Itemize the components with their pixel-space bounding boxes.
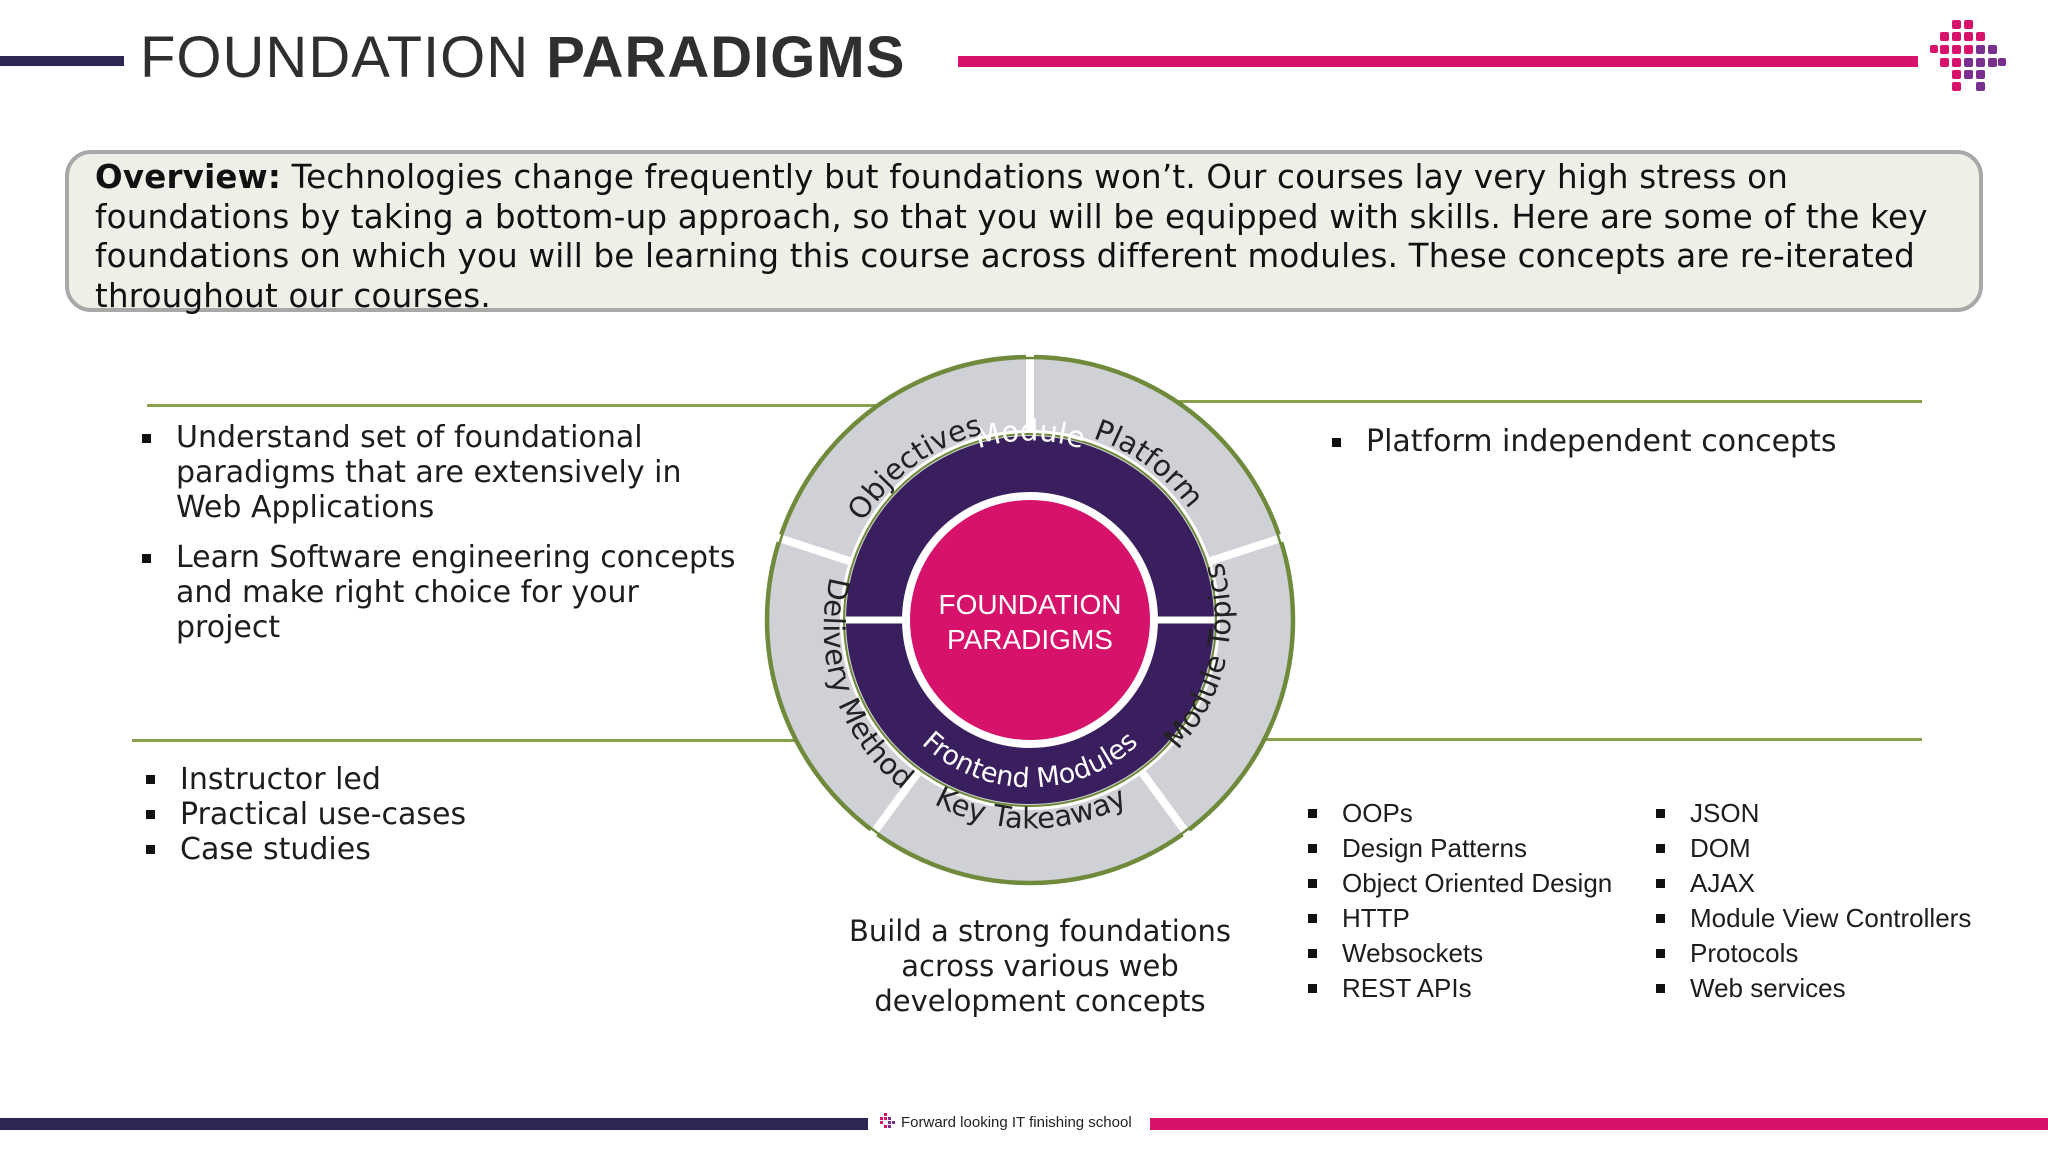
- footer-tagline-text: Forward looking IT finishing school: [901, 1113, 1132, 1131]
- dot-grid-logo-icon: [1930, 20, 2006, 91]
- topics-list-2: JSON DOM AJAX Module View Controllers Pr…: [1656, 796, 2016, 1006]
- list-item: Case studies: [146, 832, 646, 867]
- list-item: REST APIs: [1308, 971, 1648, 1006]
- key-takeaway-caption: Build a strong foundations across variou…: [848, 914, 1232, 1018]
- overview-text: Technologies change frequently but found…: [95, 158, 1928, 315]
- list-item: Web services: [1656, 971, 2016, 1006]
- list-item: Platform independent concepts: [1332, 424, 1972, 459]
- overview-box: Overview: Technologies change frequently…: [65, 150, 1983, 315]
- list-item: Module View Controllers: [1656, 901, 2016, 936]
- list-item: DOM: [1656, 831, 2016, 866]
- list-item: Object Oriented Design: [1308, 866, 1648, 901]
- center-line-1: FOUNDATION: [938, 589, 1121, 620]
- title-bold: PARADIGMS: [546, 25, 906, 90]
- objectives-list: Understand set of foundational paradigms…: [142, 420, 742, 660]
- divider-mid-left: [132, 739, 812, 742]
- platform-list: Platform independent concepts: [1332, 424, 1972, 459]
- list-item: Websockets: [1308, 936, 1648, 971]
- paradigm-wheel: FOUNDATION PARADIGMS Module Frontend Mod…: [764, 350, 1296, 886]
- divider-top-right: [1150, 400, 1922, 403]
- list-item: Understand set of foundational paradigms…: [142, 420, 742, 525]
- list-item: Practical use-cases: [146, 797, 646, 832]
- list-item: HTTP: [1308, 901, 1648, 936]
- footer-right-bar: [1150, 1118, 2048, 1130]
- header-right-bar: [958, 56, 1918, 67]
- list-item: AJAX: [1656, 866, 2016, 901]
- list-item: Instructor led: [146, 762, 646, 797]
- list-item: JSON: [1656, 796, 2016, 831]
- center-circle: [910, 500, 1150, 740]
- center-line-2: PARADIGMS: [947, 624, 1113, 655]
- topics-list-1: OOPs Design Patterns Object Oriented Des…: [1308, 796, 1648, 1006]
- overview-label: Overview:: [95, 158, 282, 196]
- title-light: FOUNDATION: [140, 25, 530, 90]
- divider-mid-right: [1250, 738, 1922, 741]
- footer-tagline: Forward looking IT finishing school: [878, 1113, 1144, 1131]
- page-title: FOUNDATION PARADIGMS: [140, 22, 905, 94]
- list-item: Learn Software engineering concepts and …: [142, 540, 742, 645]
- list-item: Protocols: [1656, 936, 2016, 971]
- list-item: OOPs: [1308, 796, 1648, 831]
- delivery-list: Instructor led Practical use-cases Case …: [146, 762, 646, 867]
- header-left-bar: [0, 56, 124, 66]
- footer-left-bar: [0, 1118, 868, 1130]
- footer-logo-icon: [880, 1113, 895, 1128]
- divider-top-left: [147, 404, 907, 407]
- list-item: Design Patterns: [1308, 831, 1648, 866]
